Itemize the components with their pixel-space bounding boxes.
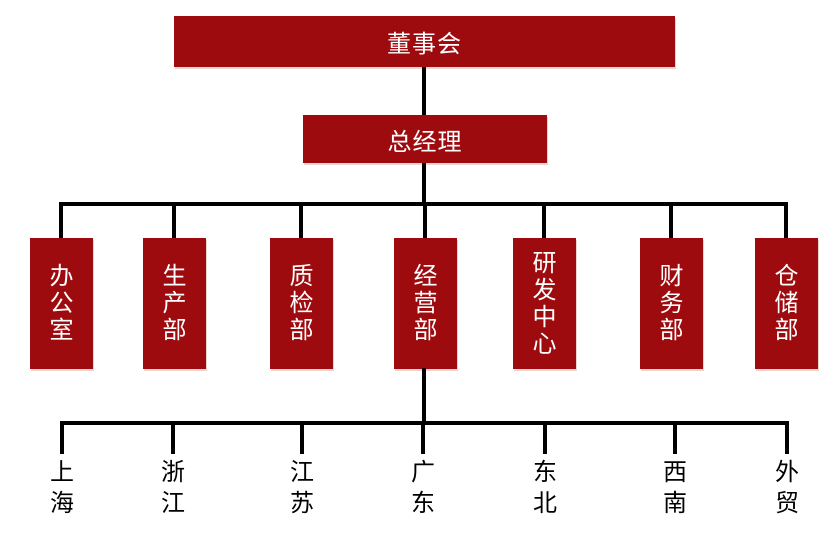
region-shanghai: 上海 bbox=[50, 459, 74, 517]
drop-line-zhejiang bbox=[171, 421, 175, 454]
node-board-of-directors: 董事会 bbox=[174, 16, 675, 67]
drop-line-guangdong bbox=[421, 421, 425, 454]
drop-line-office bbox=[59, 202, 63, 238]
node-dept-rd-center: 研发中心 bbox=[513, 238, 576, 369]
node-dept-office: 办公室 bbox=[30, 238, 93, 369]
drop-line-warehouse bbox=[784, 202, 788, 238]
drop-line-quality bbox=[299, 202, 303, 238]
dept-rd-center-label: 研发中心 bbox=[532, 249, 557, 358]
dept-quality-label: 质检部 bbox=[289, 263, 314, 344]
region-zhejiang: 浙江 bbox=[161, 459, 185, 517]
drop-line-southwest bbox=[673, 421, 677, 454]
node-dept-quality-inspection: 质检部 bbox=[270, 238, 333, 369]
node-dept-business: 经营部 bbox=[394, 238, 457, 369]
region-jiangsu: 江苏 bbox=[290, 459, 314, 517]
drop-line-rd-center bbox=[542, 202, 546, 238]
connector-gm-to-bus bbox=[422, 163, 426, 206]
gm-label: 总经理 bbox=[387, 128, 463, 156]
dept-office-label: 办公室 bbox=[49, 263, 74, 344]
connector-board-to-gm bbox=[422, 67, 426, 115]
dept-finance-label: 财务部 bbox=[659, 263, 684, 344]
node-dept-warehouse: 仓储部 bbox=[755, 238, 818, 369]
connector-business-to-regions bbox=[422, 368, 426, 423]
dept-business-label: 经营部 bbox=[413, 263, 438, 344]
node-general-manager: 总经理 bbox=[303, 115, 547, 163]
region-southwest: 西南 bbox=[663, 459, 687, 517]
dept-production-label: 生产部 bbox=[162, 263, 187, 344]
node-dept-production: 生产部 bbox=[143, 238, 206, 369]
node-dept-finance: 财务部 bbox=[640, 238, 703, 369]
drop-line-shanghai bbox=[60, 421, 64, 454]
drop-line-northeast bbox=[543, 421, 547, 454]
drop-line-jiangsu bbox=[300, 421, 304, 454]
drop-line-foreign-trade bbox=[785, 421, 789, 454]
region-northeast: 东北 bbox=[533, 459, 557, 517]
drop-line-production bbox=[172, 202, 176, 238]
drop-line-finance bbox=[669, 202, 673, 238]
dept-warehouse-label: 仓储部 bbox=[774, 263, 799, 344]
drop-line-business bbox=[423, 202, 427, 238]
region-foreign-trade: 外贸 bbox=[775, 459, 799, 517]
region-guangdong: 广东 bbox=[411, 459, 435, 517]
board-label: 董事会 bbox=[387, 31, 462, 58]
